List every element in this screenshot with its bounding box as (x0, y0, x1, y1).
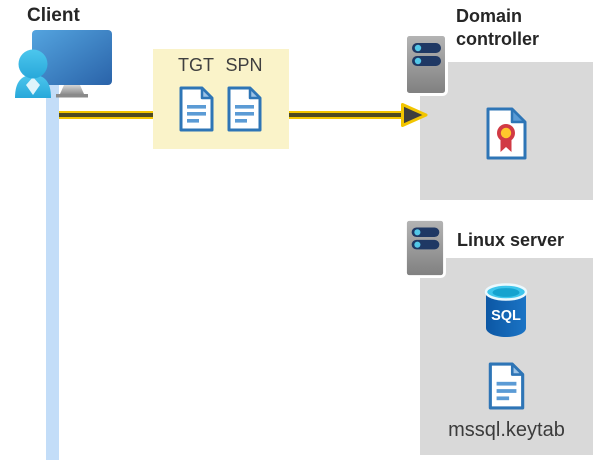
certificate-icon (486, 107, 527, 160)
client-computer-icon (15, 30, 112, 98)
spn-document-icon (227, 86, 262, 132)
ticket-box: TGT SPN (153, 49, 289, 149)
spn-label: SPN (225, 55, 263, 75)
linux-server-icon (404, 218, 446, 278)
keytab-document-icon (488, 362, 525, 410)
monitor-stand (60, 85, 84, 94)
person-head (18, 49, 48, 79)
sql-icon-text: SQL (491, 308, 521, 324)
tgt-document-icon (179, 86, 214, 132)
monitor-base (56, 94, 88, 98)
linux-server-label: Linux server (457, 230, 565, 250)
sql-database-icon: SQL (484, 283, 528, 337)
person-collar (26, 77, 40, 95)
keytab-filename-label: mssql.keytab (448, 419, 565, 441)
domain-controller-label: Domain controller (456, 6, 540, 49)
domain-controller-server-icon (404, 33, 448, 96)
client-timeline-line (46, 82, 59, 460)
tgt-label: TGT (178, 55, 214, 75)
client-label: Client (27, 5, 80, 26)
monitor-screen (32, 30, 112, 85)
auth-request-arrow-head (401, 103, 428, 127)
